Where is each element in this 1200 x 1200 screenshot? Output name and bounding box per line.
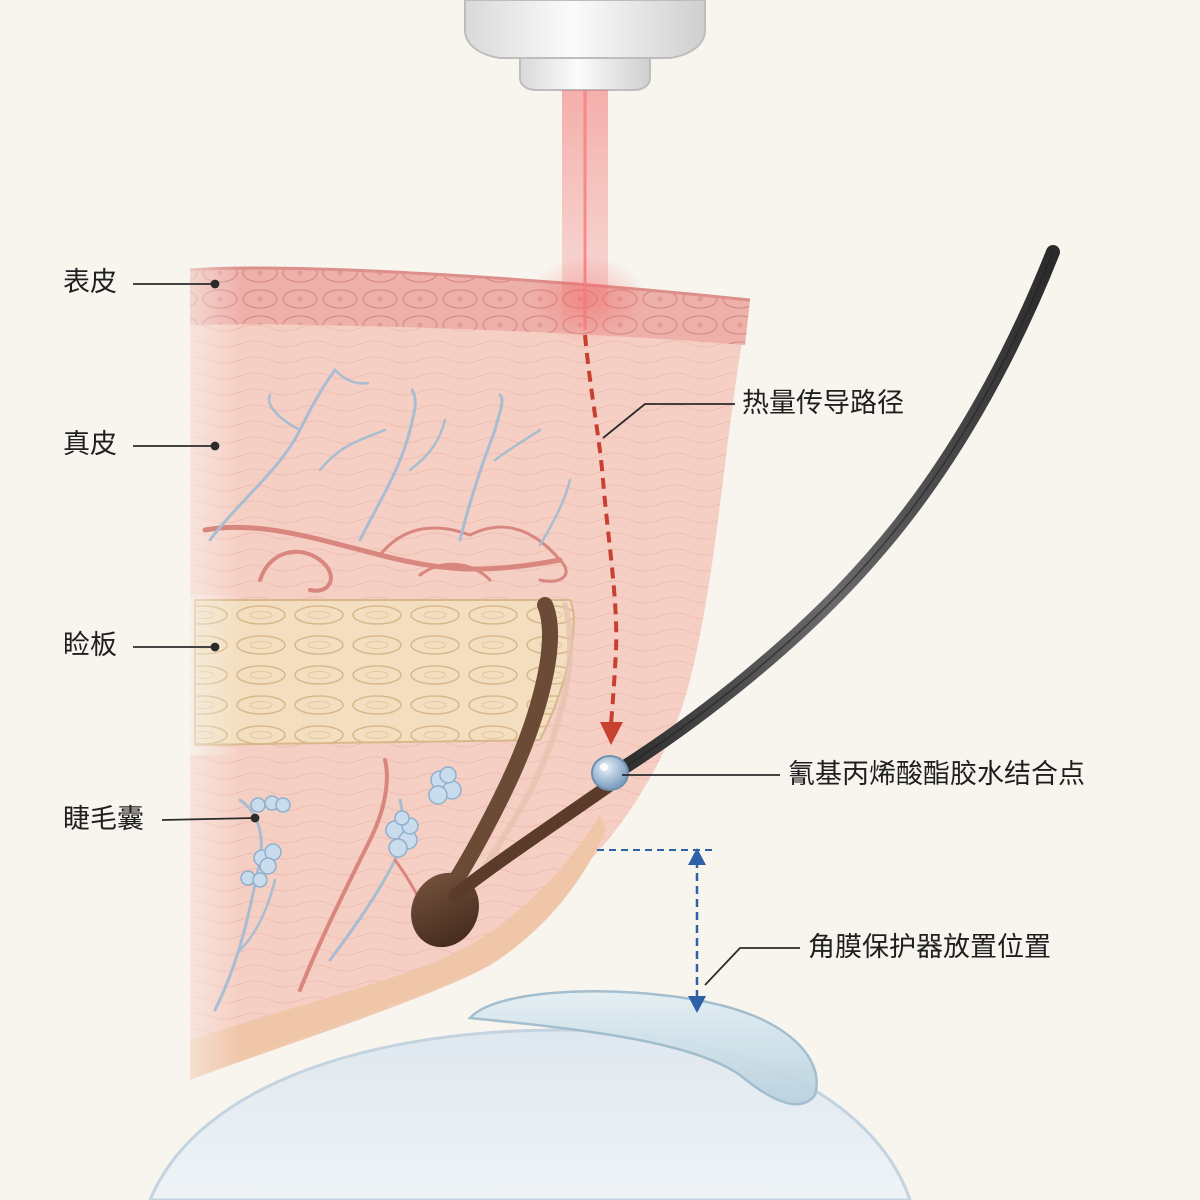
glue-droplet — [591, 755, 629, 791]
label-lash-follicle: 睫毛囊 — [63, 804, 144, 835]
laser-beam — [528, 90, 648, 345]
eyeball — [148, 1028, 912, 1200]
leader-lines — [133, 279, 800, 986]
eyelash — [605, 245, 1060, 782]
laser-device — [464, 0, 706, 91]
lash-follicle-shape — [411, 597, 617, 948]
tarsal-plate-shape — [150, 595, 575, 755]
gland-clusters — [240, 766, 462, 888]
label-epidermis: 表皮 — [63, 267, 117, 298]
cornea-shield-shape — [467, 990, 818, 1106]
label-cornea-shield: 角膜保护器放置位置 — [808, 932, 1051, 963]
label-tarsal-plate: 睑板 — [63, 630, 117, 661]
distance-marker — [597, 848, 715, 1013]
heat-path-arrow — [583, 334, 623, 745]
dermal-vessels — [202, 368, 572, 593]
label-glue-point: 氰基丙烯酸酯胶水结合点 — [788, 759, 1085, 790]
label-heat-path: 热量传导路径 — [742, 388, 904, 419]
label-dermis: 真皮 — [63, 429, 117, 460]
